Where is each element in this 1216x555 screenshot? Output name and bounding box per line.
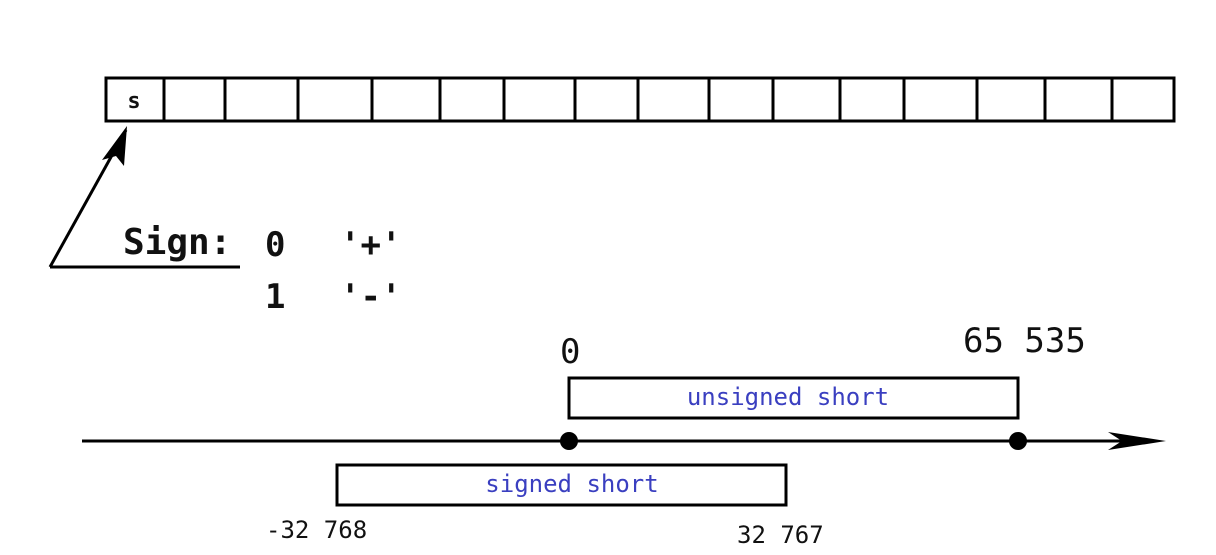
signed-min-label: -32 768 (266, 516, 367, 544)
sign-legend-symbol-0: '+' (340, 225, 401, 265)
unsigned-range-box (567, 376, 1020, 420)
unsigned-range: unsigned short (567, 376, 1020, 420)
sign-legend-bit-1: 1 (265, 277, 285, 317)
max-unsigned-point (1009, 432, 1027, 450)
signed-range-box (335, 463, 788, 507)
signed-max-label: 32 767 (737, 521, 824, 549)
register-dividers (162, 78, 1114, 121)
zero-point (560, 432, 578, 450)
sign-bit-label: s (127, 89, 140, 114)
sign-legend-label: Sign: (123, 222, 231, 263)
bit-register: s (104, 76, 1176, 123)
signed-range: signed short (335, 463, 788, 507)
register-frame (104, 76, 1176, 123)
unsigned-range-label: unsigned short (687, 383, 889, 411)
sign-pointer (48, 126, 240, 269)
sign-legend-bit-0: 0 (265, 225, 285, 265)
arrow-head-icon (102, 126, 127, 166)
sign-legend-symbol-1: '-' (340, 277, 401, 317)
signed-range-label: signed short (485, 470, 658, 498)
sign-legend: Sign: 0 '+' 1 '-' (123, 222, 401, 317)
unsigned-max-label: 65 535 (963, 321, 1086, 361)
zero-label: 0 (560, 332, 580, 372)
axis-arrow-icon (1108, 432, 1166, 450)
number-line: 0 65 535 unsigned short signed short -32… (82, 321, 1166, 549)
